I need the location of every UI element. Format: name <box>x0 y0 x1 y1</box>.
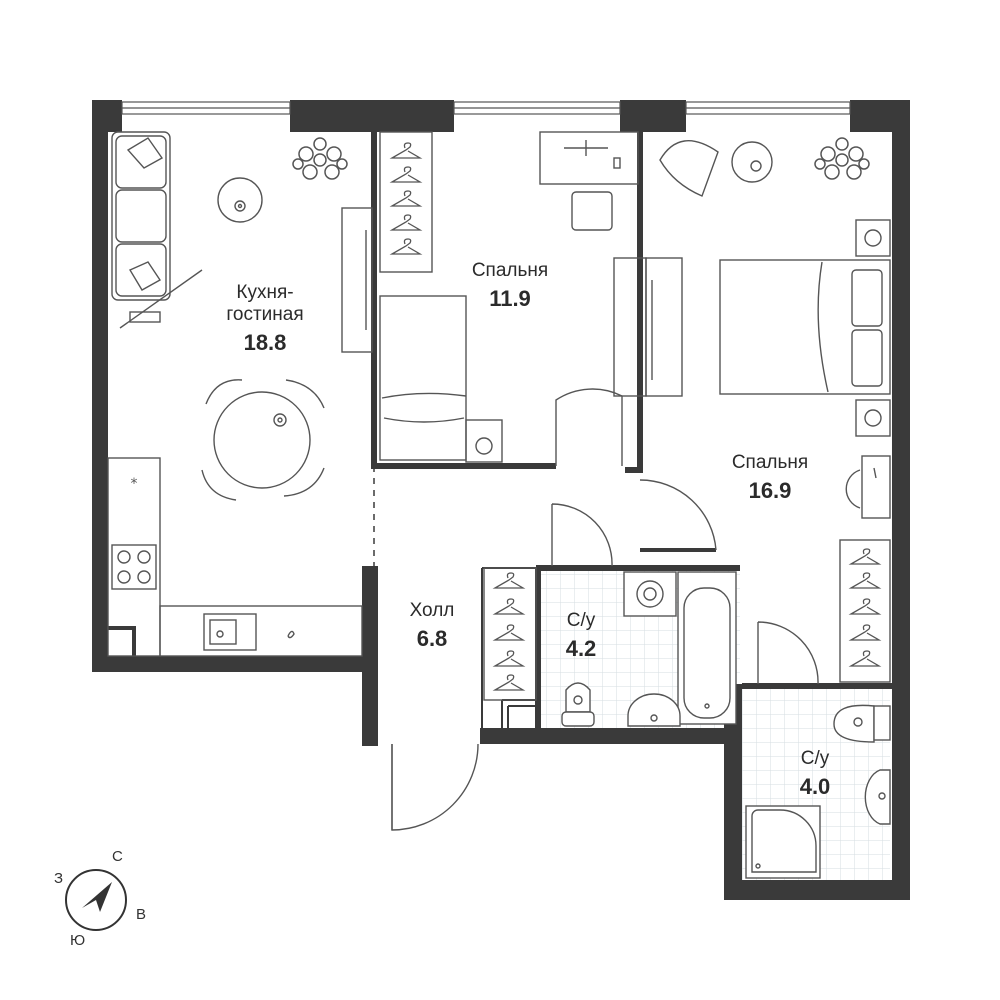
side-table <box>731 141 773 183</box>
room-label-bedroom-large: Спальня 16.9 <box>710 452 830 503</box>
room-label-hall: Холл 6.8 <box>392 600 472 651</box>
compass-icon <box>65 869 127 931</box>
room-label-kitchen-living: Кухня- гостиная 18.8 <box>200 282 330 355</box>
room-area: 6.8 <box>416 625 448 651</box>
dining-table <box>201 379 325 501</box>
compass-west-label: З <box>54 870 64 887</box>
hanger-icon <box>494 624 524 641</box>
hall-wardrobe <box>483 567 537 701</box>
wardrobe-small <box>379 131 433 273</box>
hanger-icon <box>850 548 880 565</box>
compass-north-label: С <box>112 848 123 865</box>
hanger-icon <box>391 190 421 207</box>
hanger-icon <box>391 166 421 183</box>
sink-1 <box>627 693 681 727</box>
sink-2 <box>864 769 891 825</box>
hanger-icon <box>391 142 421 159</box>
room-name: Спальня <box>731 452 809 473</box>
hanger-icon <box>494 572 524 589</box>
windows <box>121 101 851 115</box>
floor-lamp <box>217 177 263 223</box>
hanger-icon <box>391 214 421 231</box>
room-name: Спальня <box>471 260 549 281</box>
walls <box>92 100 910 900</box>
washing-machine <box>623 571 677 617</box>
shower <box>745 805 821 879</box>
room-name: Холл <box>409 600 455 621</box>
compass-east-label: В <box>136 906 147 923</box>
room-area: 4.2 <box>565 635 597 661</box>
single-bed <box>379 295 503 463</box>
wardrobe-large <box>839 539 891 683</box>
plant-icon <box>292 137 348 180</box>
toilet-2 <box>833 704 891 743</box>
hanger-icon <box>850 598 880 615</box>
compass-south-label: Ю <box>70 932 86 949</box>
room-label-bathroom-2: С/у 4.0 <box>780 748 850 799</box>
room-name: С/у <box>566 610 596 631</box>
room-name: Кухня- гостиная <box>226 282 304 325</box>
plant-icon <box>814 137 870 180</box>
desk <box>539 131 639 231</box>
sofa <box>111 131 171 301</box>
toilet-1 <box>561 682 595 727</box>
hanger-icon <box>850 572 880 589</box>
room-area: 16.9 <box>748 477 792 503</box>
svg-text:*: * <box>131 476 138 492</box>
room-area: 11.9 <box>489 285 531 311</box>
double-bed <box>719 219 891 437</box>
room-label-bedroom-small: Спальня 11.9 <box>450 260 570 311</box>
room-label-bathroom-1: С/у 4.2 <box>546 610 616 661</box>
wardrobe-medium <box>613 257 683 397</box>
bathtub <box>677 571 737 725</box>
hanger-icon <box>494 674 524 691</box>
hanger-icon <box>850 624 880 641</box>
armchair <box>659 140 719 197</box>
room-area: 4.0 <box>799 773 831 799</box>
hanger-icon <box>850 650 880 667</box>
room-area: 18.8 <box>243 329 287 355</box>
kitchen-counter: * <box>107 457 363 657</box>
vanity <box>845 455 891 519</box>
hanger-icon <box>494 598 524 615</box>
room-name: С/у <box>800 748 830 769</box>
tv-stand <box>119 269 203 329</box>
wardrobe <box>341 207 373 353</box>
hanger-icon <box>494 650 524 667</box>
hanger-icon <box>391 238 421 255</box>
